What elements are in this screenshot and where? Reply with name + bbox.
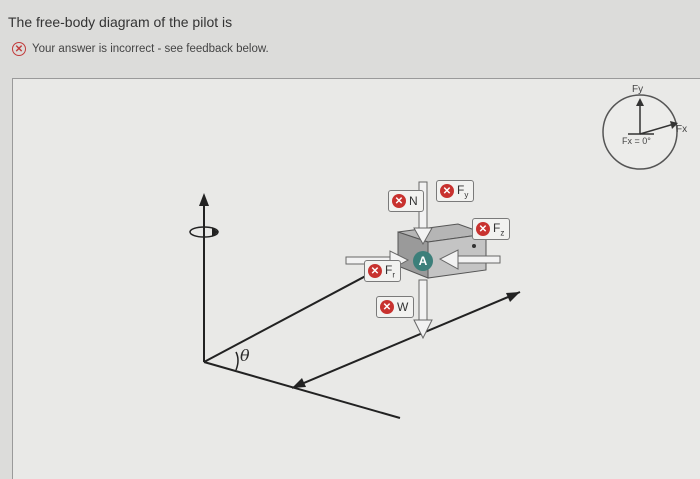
rotation-arrowhead — [212, 227, 218, 237]
error-icon: ✕ — [476, 222, 490, 236]
compass-fy-label: Fy — [632, 84, 644, 95]
motion-arrow-head-right — [506, 292, 520, 302]
feedback-row: ✕ Your answer is incorrect - see feedbac… — [12, 42, 269, 56]
diagram-panel — [12, 78, 700, 479]
n-arrow-head — [413, 227, 433, 246]
error-icon: ✕ — [368, 264, 382, 278]
vertical-axis-arrowhead — [199, 193, 209, 206]
w-arrow-head — [413, 319, 433, 340]
point-a-marker: A — [413, 251, 433, 271]
fr-text: Fr — [385, 262, 396, 280]
compass-fx-label: Fx — [676, 124, 688, 135]
error-icon: ✕ — [392, 194, 406, 208]
question-title: The free-body diagram of the pilot is — [8, 14, 233, 30]
fz-text: Fz — [493, 220, 505, 238]
radial-line — [203, 261, 393, 363]
motion-arrow — [291, 291, 521, 389]
compass-angle-label: Fx = 0° — [622, 136, 651, 146]
right-force-arrow-shaft — [455, 255, 501, 264]
compass-fx-arrow — [639, 123, 675, 135]
compass-fy-arrowhead — [636, 98, 644, 106]
fy-text: Fy — [457, 182, 469, 200]
compass-fx-arrowhead — [670, 121, 678, 129]
pilot-block-dot — [472, 244, 476, 248]
label-w[interactable]: ✕ W — [376, 296, 415, 318]
error-icon: ✕ — [380, 300, 394, 314]
theta-label: θ — [240, 346, 250, 365]
motion-arrow-head-left — [292, 378, 306, 388]
incorrect-icon: ✕ — [12, 42, 26, 56]
label-fy[interactable]: ✕ Fy — [436, 180, 475, 202]
w-arrow-shaft — [418, 279, 428, 323]
theta-arc — [235, 351, 239, 371]
label-fr[interactable]: ✕ Fr — [364, 260, 402, 282]
right-force-arrow-head — [438, 249, 459, 270]
base-line — [203, 361, 401, 419]
label-n[interactable]: ✕ N — [388, 190, 424, 212]
label-fz[interactable]: ✕ Fz — [472, 218, 511, 240]
free-body-diagram — [189, 94, 678, 419]
error-icon: ✕ — [440, 184, 454, 198]
feedback-text: Your answer is incorrect - see feedback … — [32, 43, 269, 55]
